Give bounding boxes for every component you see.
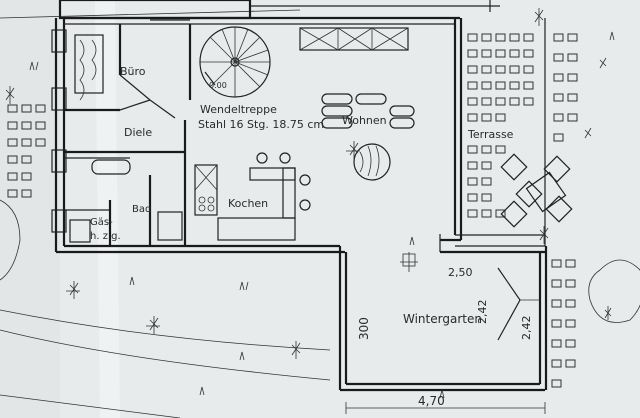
plants	[0, 8, 640, 359]
office-area	[64, 19, 192, 119]
grass-marks	[29, 31, 615, 399]
dimension-winter-garden-height: 300	[357, 317, 371, 340]
room-label-bath: Bad	[132, 204, 151, 215]
room-label-living: Wohnen	[342, 114, 387, 127]
stair-label-line2: Stahl 16 Stg. 18.75 cm	[198, 118, 324, 131]
washbasin	[91, 159, 131, 175]
dimension-depth-c: 2,42	[520, 316, 533, 341]
stair-level-marker: 0.00	[209, 81, 227, 90]
dimension-depth-a: 2,50	[448, 266, 473, 279]
paper-shadow-left	[0, 0, 60, 418]
glare-reflection	[95, 0, 120, 418]
left-windows	[51, 29, 67, 233]
room-label-winter-garden: Wintergarten	[403, 312, 482, 326]
wc-fixture	[69, 219, 91, 243]
left-paving	[7, 104, 46, 198]
terrace-paving	[455, 18, 578, 388]
hall-bath-partitions	[64, 120, 187, 246]
kitchen	[194, 152, 311, 241]
dimension-lines	[345, 252, 546, 414]
living-furniture	[321, 93, 415, 181]
room-label-kitchen: Kochen	[228, 197, 268, 210]
dimension-depth-b: 2,42	[476, 300, 489, 325]
wintergarten-walls	[338, 246, 548, 392]
room-label-hall: Diele	[124, 126, 152, 139]
room-label-guest-wc-line1: Gäs-	[90, 217, 113, 228]
room-label-terrace: Terrasse	[467, 128, 514, 141]
dimension-bottom-width: 4,70	[418, 394, 445, 408]
room-label-guest-wc-line2: h. z.g.	[90, 231, 121, 242]
outline-curves	[0, 309, 331, 418]
house-walls	[54, 16, 545, 254]
stair-label-line1: Wendeltreppe	[200, 103, 277, 116]
spiral-staircase	[199, 26, 271, 98]
top-window-boxes	[299, 27, 409, 51]
shower-tray	[157, 211, 183, 241]
room-label-office: Büro	[120, 65, 146, 78]
